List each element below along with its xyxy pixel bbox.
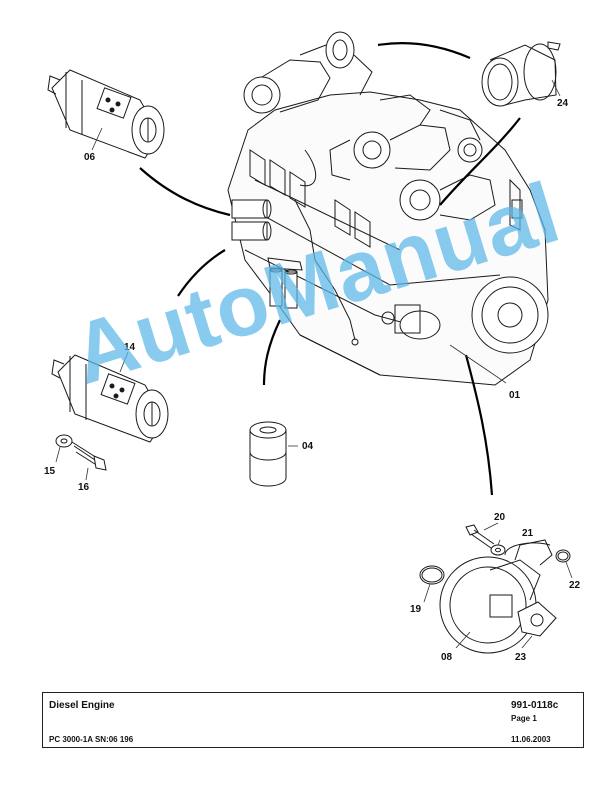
callout-21: 21: [522, 528, 534, 539]
page-number: Page 1: [511, 714, 537, 723]
washer-15-illustration: [55, 434, 73, 448]
clamp-ring-24-illustration: [481, 41, 561, 107]
exploded-view-diagram: [47, 31, 573, 654]
callout-16: 16: [78, 482, 90, 493]
water-pump-08-illustration: [439, 539, 553, 654]
document-date: 11.06.2003: [511, 735, 551, 744]
document-number: 991-0118c: [511, 700, 559, 711]
bolt-20-illustration: [465, 524, 495, 549]
callout-20: 20: [494, 512, 506, 523]
document-title: Diesel Engine: [49, 700, 115, 711]
callout-04: 04: [302, 441, 314, 452]
leader-lines: [55, 79, 573, 649]
callout-19: 19: [410, 604, 422, 615]
starter-motor-06-illustration: [47, 69, 165, 159]
callout-06: 06: [84, 152, 96, 163]
callout-22: 22: [569, 580, 581, 591]
title-block: Diesel Engine PC 3000-1A SN:06 196 991-0…: [42, 692, 584, 748]
callout-23: 23: [515, 652, 527, 663]
callout-01: 01: [509, 390, 521, 401]
callout-08: 08: [441, 652, 453, 663]
callout-24: 24: [557, 98, 569, 109]
assembly-curves: [139, 42, 521, 496]
callout-15: 15: [44, 466, 56, 477]
gasket-23-illustration: [517, 601, 557, 637]
o-ring-19-illustration: [419, 565, 445, 585]
o-ring-22-illustration: [555, 549, 571, 563]
washer-21-illustration: [490, 544, 506, 556]
starter-motor-14-illustration: [51, 354, 169, 443]
callout-14: 14: [124, 342, 136, 353]
filter-04-illustration: [249, 421, 287, 487]
machine-model: PC 3000-1A SN:06 196: [49, 735, 134, 744]
engine-block-illustration: [227, 31, 549, 386]
bolt-16-illustration: [71, 441, 107, 471]
